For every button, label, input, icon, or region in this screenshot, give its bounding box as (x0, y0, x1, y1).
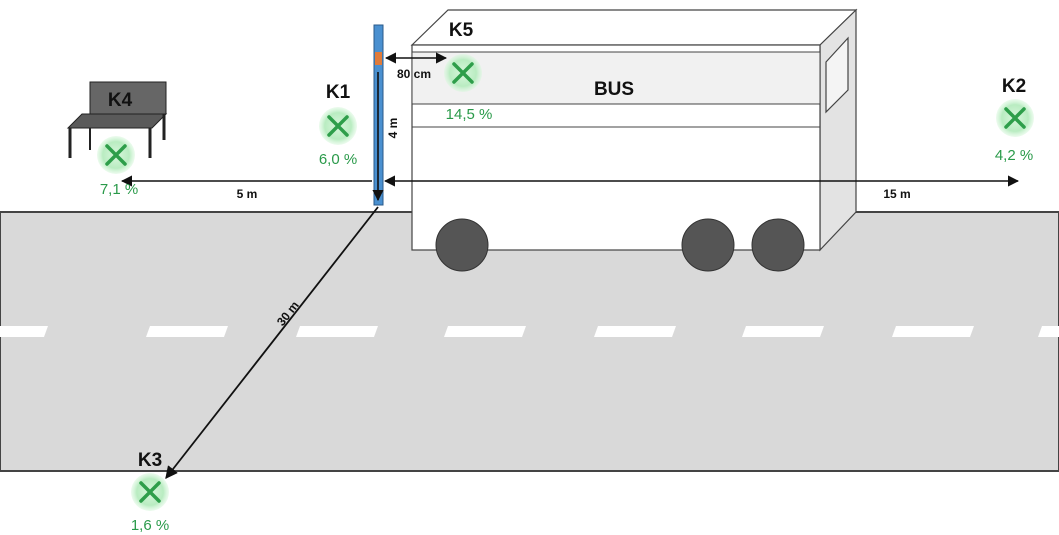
marker-k2-icon (996, 99, 1034, 137)
marker-k5-icon (444, 54, 482, 92)
value-k5: 14,5 % (446, 106, 493, 123)
pole-height-label: 4 m (386, 118, 400, 139)
wheel (751, 218, 805, 272)
point-label-k1: K1 (326, 82, 351, 103)
point-label-k2: K2 (1002, 76, 1026, 97)
point-label-k3: K3 (138, 450, 162, 471)
wheel (435, 218, 489, 272)
lane-markings (0, 326, 1059, 337)
gap-label: 80 cm (397, 67, 431, 81)
road (0, 211, 1059, 472)
value-k1: 6,0 % (319, 151, 357, 168)
bench-icon: K4 (66, 81, 168, 158)
value-k3: 1,6 % (131, 517, 169, 534)
distance-label-5m: 5 m (237, 187, 258, 201)
marker-k1-icon (319, 107, 357, 145)
pole (372, 24, 384, 206)
distance-label-15m: 15 m (883, 187, 910, 201)
point-label-k4: K4 (108, 90, 133, 111)
point-label-k5: K5 (449, 20, 474, 41)
bus: BUS (410, 8, 858, 272)
value-k4: 7,1 % (100, 181, 138, 198)
value-k2: 4,2 % (995, 147, 1033, 164)
bus-label: BUS (594, 79, 634, 100)
wheel (681, 218, 735, 272)
distance-arrow-diagonal (165, 206, 379, 479)
marker-k3-icon (131, 473, 169, 511)
marker-k4-icon (97, 136, 135, 174)
